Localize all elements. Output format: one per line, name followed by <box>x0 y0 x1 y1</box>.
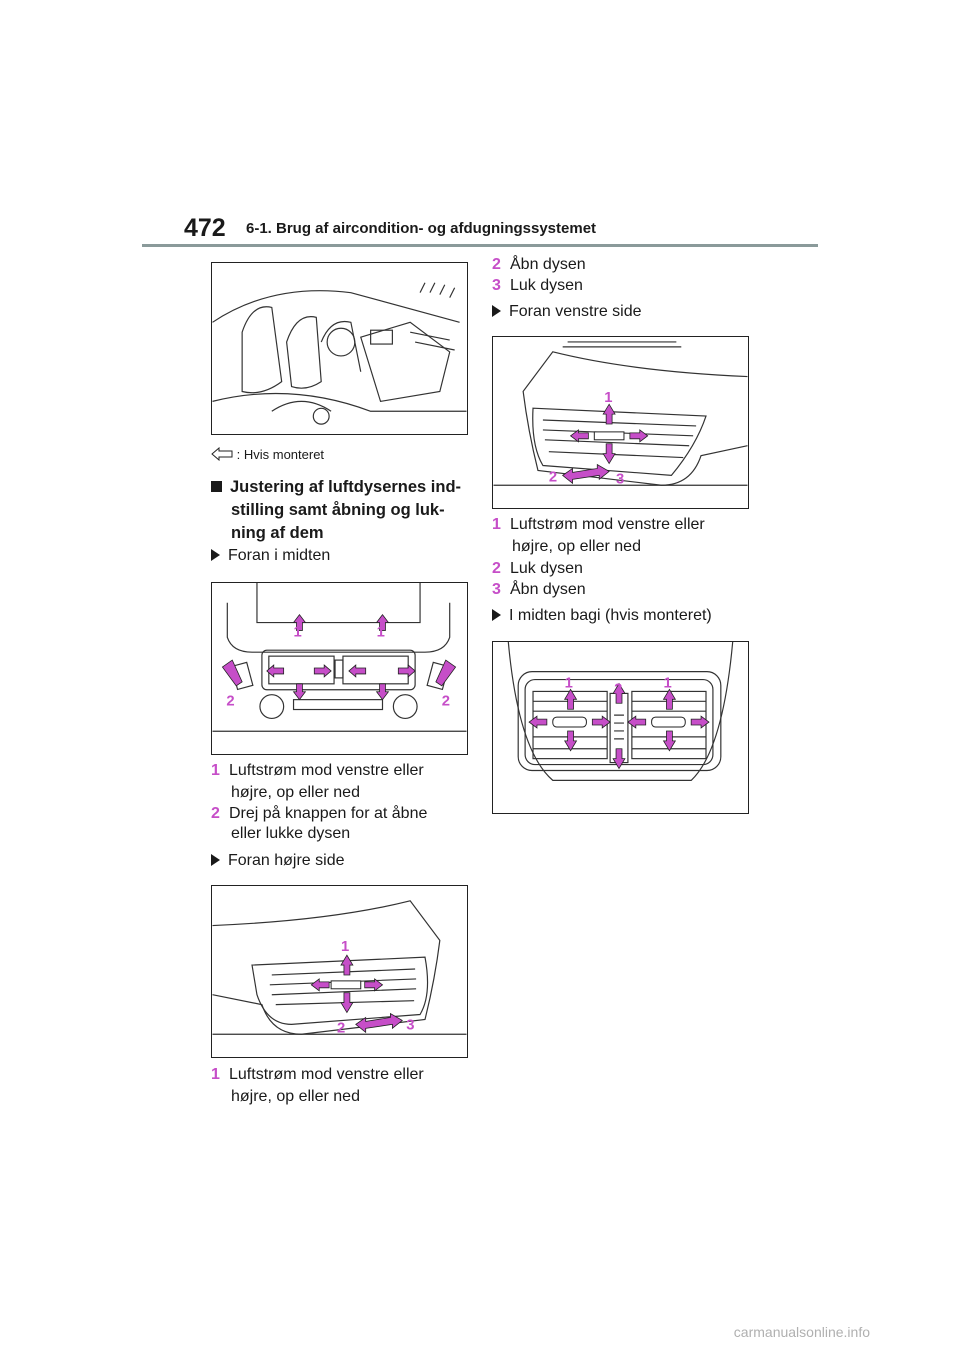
subheading-rear-center: I midten bagi (hvis monteret) <box>492 605 712 627</box>
figure-rear-center-vents: 1 2 1 <box>492 641 749 814</box>
subheading-front-center: Foran i midten <box>211 545 330 567</box>
figure-front-right-vent: 1 2 3 <box>211 885 468 1058</box>
triangle-bullet-icon <box>211 549 220 561</box>
callout-1: 1 <box>663 675 671 691</box>
callout-2: 2 <box>337 1020 345 1036</box>
figure-car-interior <box>211 262 468 435</box>
front-right-vent-illustration: 1 2 3 <box>212 900 467 1036</box>
triangle-bullet-icon <box>492 305 501 317</box>
callout-2: 2 <box>442 694 450 710</box>
front-center-vents-illustration: 1 1 2 2 <box>212 583 467 732</box>
callout-1: 1 <box>377 624 385 640</box>
callout-3: 3 <box>406 1017 414 1033</box>
car-interior-illustration <box>212 282 467 425</box>
legend: : Hvis monteret <box>211 446 325 462</box>
page-number: 472 <box>184 214 226 242</box>
callout-1: 1 <box>341 939 349 955</box>
front-left-vent-illustration: 1 2 3 <box>493 341 748 487</box>
callout-1: 1 <box>565 675 573 691</box>
subheading-front-left: Foran venstre side <box>492 301 642 323</box>
callout-1: 1 <box>294 624 302 640</box>
square-bullet-icon <box>211 481 222 492</box>
figure-front-left-vent: 1 2 3 <box>492 336 749 509</box>
callout-2: 2 <box>226 694 234 710</box>
triangle-bullet-icon <box>211 854 220 866</box>
rear-center-vents-illustration: 1 2 1 <box>507 642 734 781</box>
arrow-legend-icon <box>211 446 233 462</box>
header-rule <box>142 244 818 247</box>
callout-1: 1 <box>604 390 612 406</box>
callout-2: 2 <box>614 681 622 697</box>
callout-2: 2 <box>549 469 557 485</box>
figure-front-center-vents: 1 1 2 2 <box>211 582 468 755</box>
callout-3: 3 <box>616 471 624 487</box>
section-heading: Justering af luftdysernes ind- stilling … <box>211 476 471 545</box>
legend-text: : Hvis monteret <box>236 447 325 462</box>
section-title: 6-1. Brug af aircondition- og afdugnings… <box>246 220 597 237</box>
subheading-front-right: Foran højre side <box>211 850 345 872</box>
triangle-bullet-icon <box>492 609 501 621</box>
footer-watermark[interactable]: carmanualsonline.info <box>733 1324 870 1340</box>
